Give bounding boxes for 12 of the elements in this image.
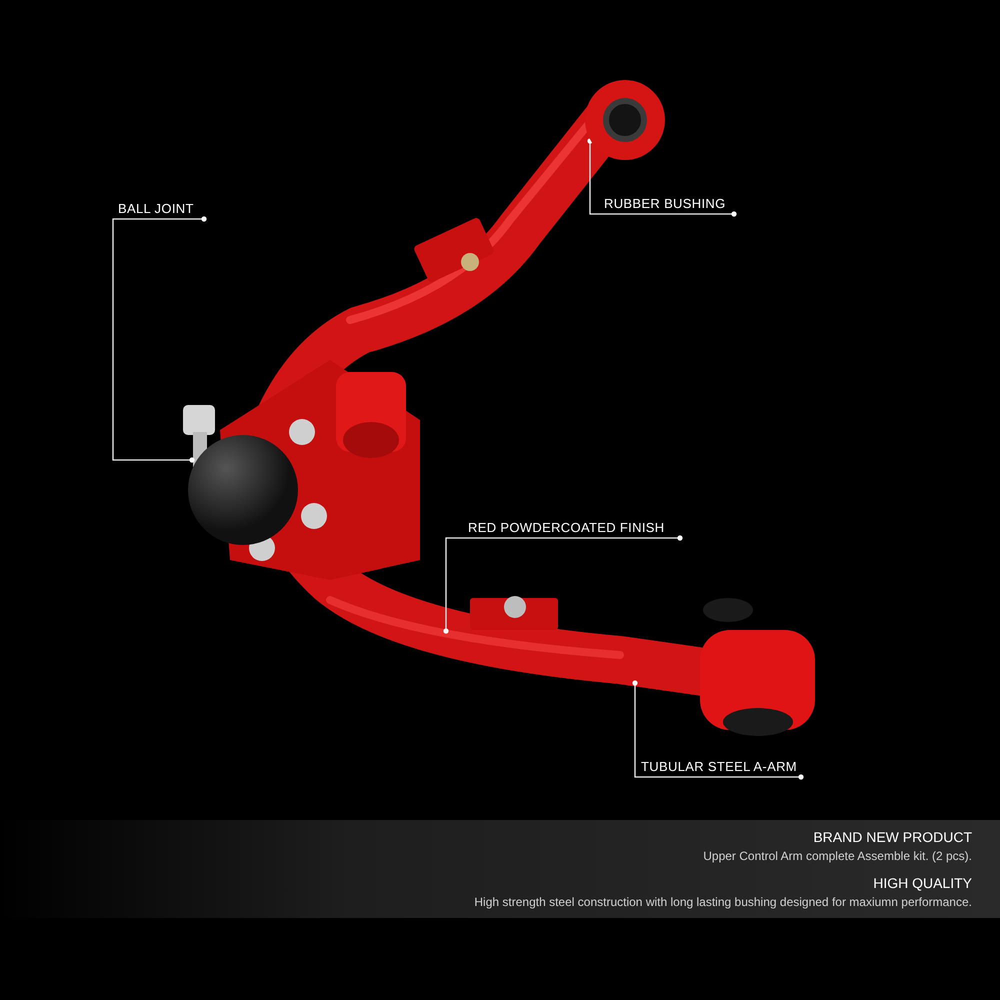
callout-label: TUBULAR STEEL A-ARM [641, 758, 801, 776]
leader-line [632, 680, 804, 780]
banner-text: High strength steel construction with long lasting bushing designed for maxiumn performance. [474, 894, 972, 910]
banner-text: Upper Control Arm complete Assemble kit. (2 pcs). [703, 848, 972, 864]
banner-heading: BRAND NEW PRODUCT [813, 828, 972, 846]
callout-label: RUBBER BUSHING [604, 195, 734, 213]
leader-line [443, 535, 683, 634]
callout-label: RED POWDERCOATED FINISH [468, 519, 680, 537]
leader-line [112, 216, 207, 463]
banner-heading: HIGH QUALITY [873, 874, 972, 892]
callout-label: BALL JOINT [118, 200, 204, 218]
leader-line [587, 138, 737, 217]
